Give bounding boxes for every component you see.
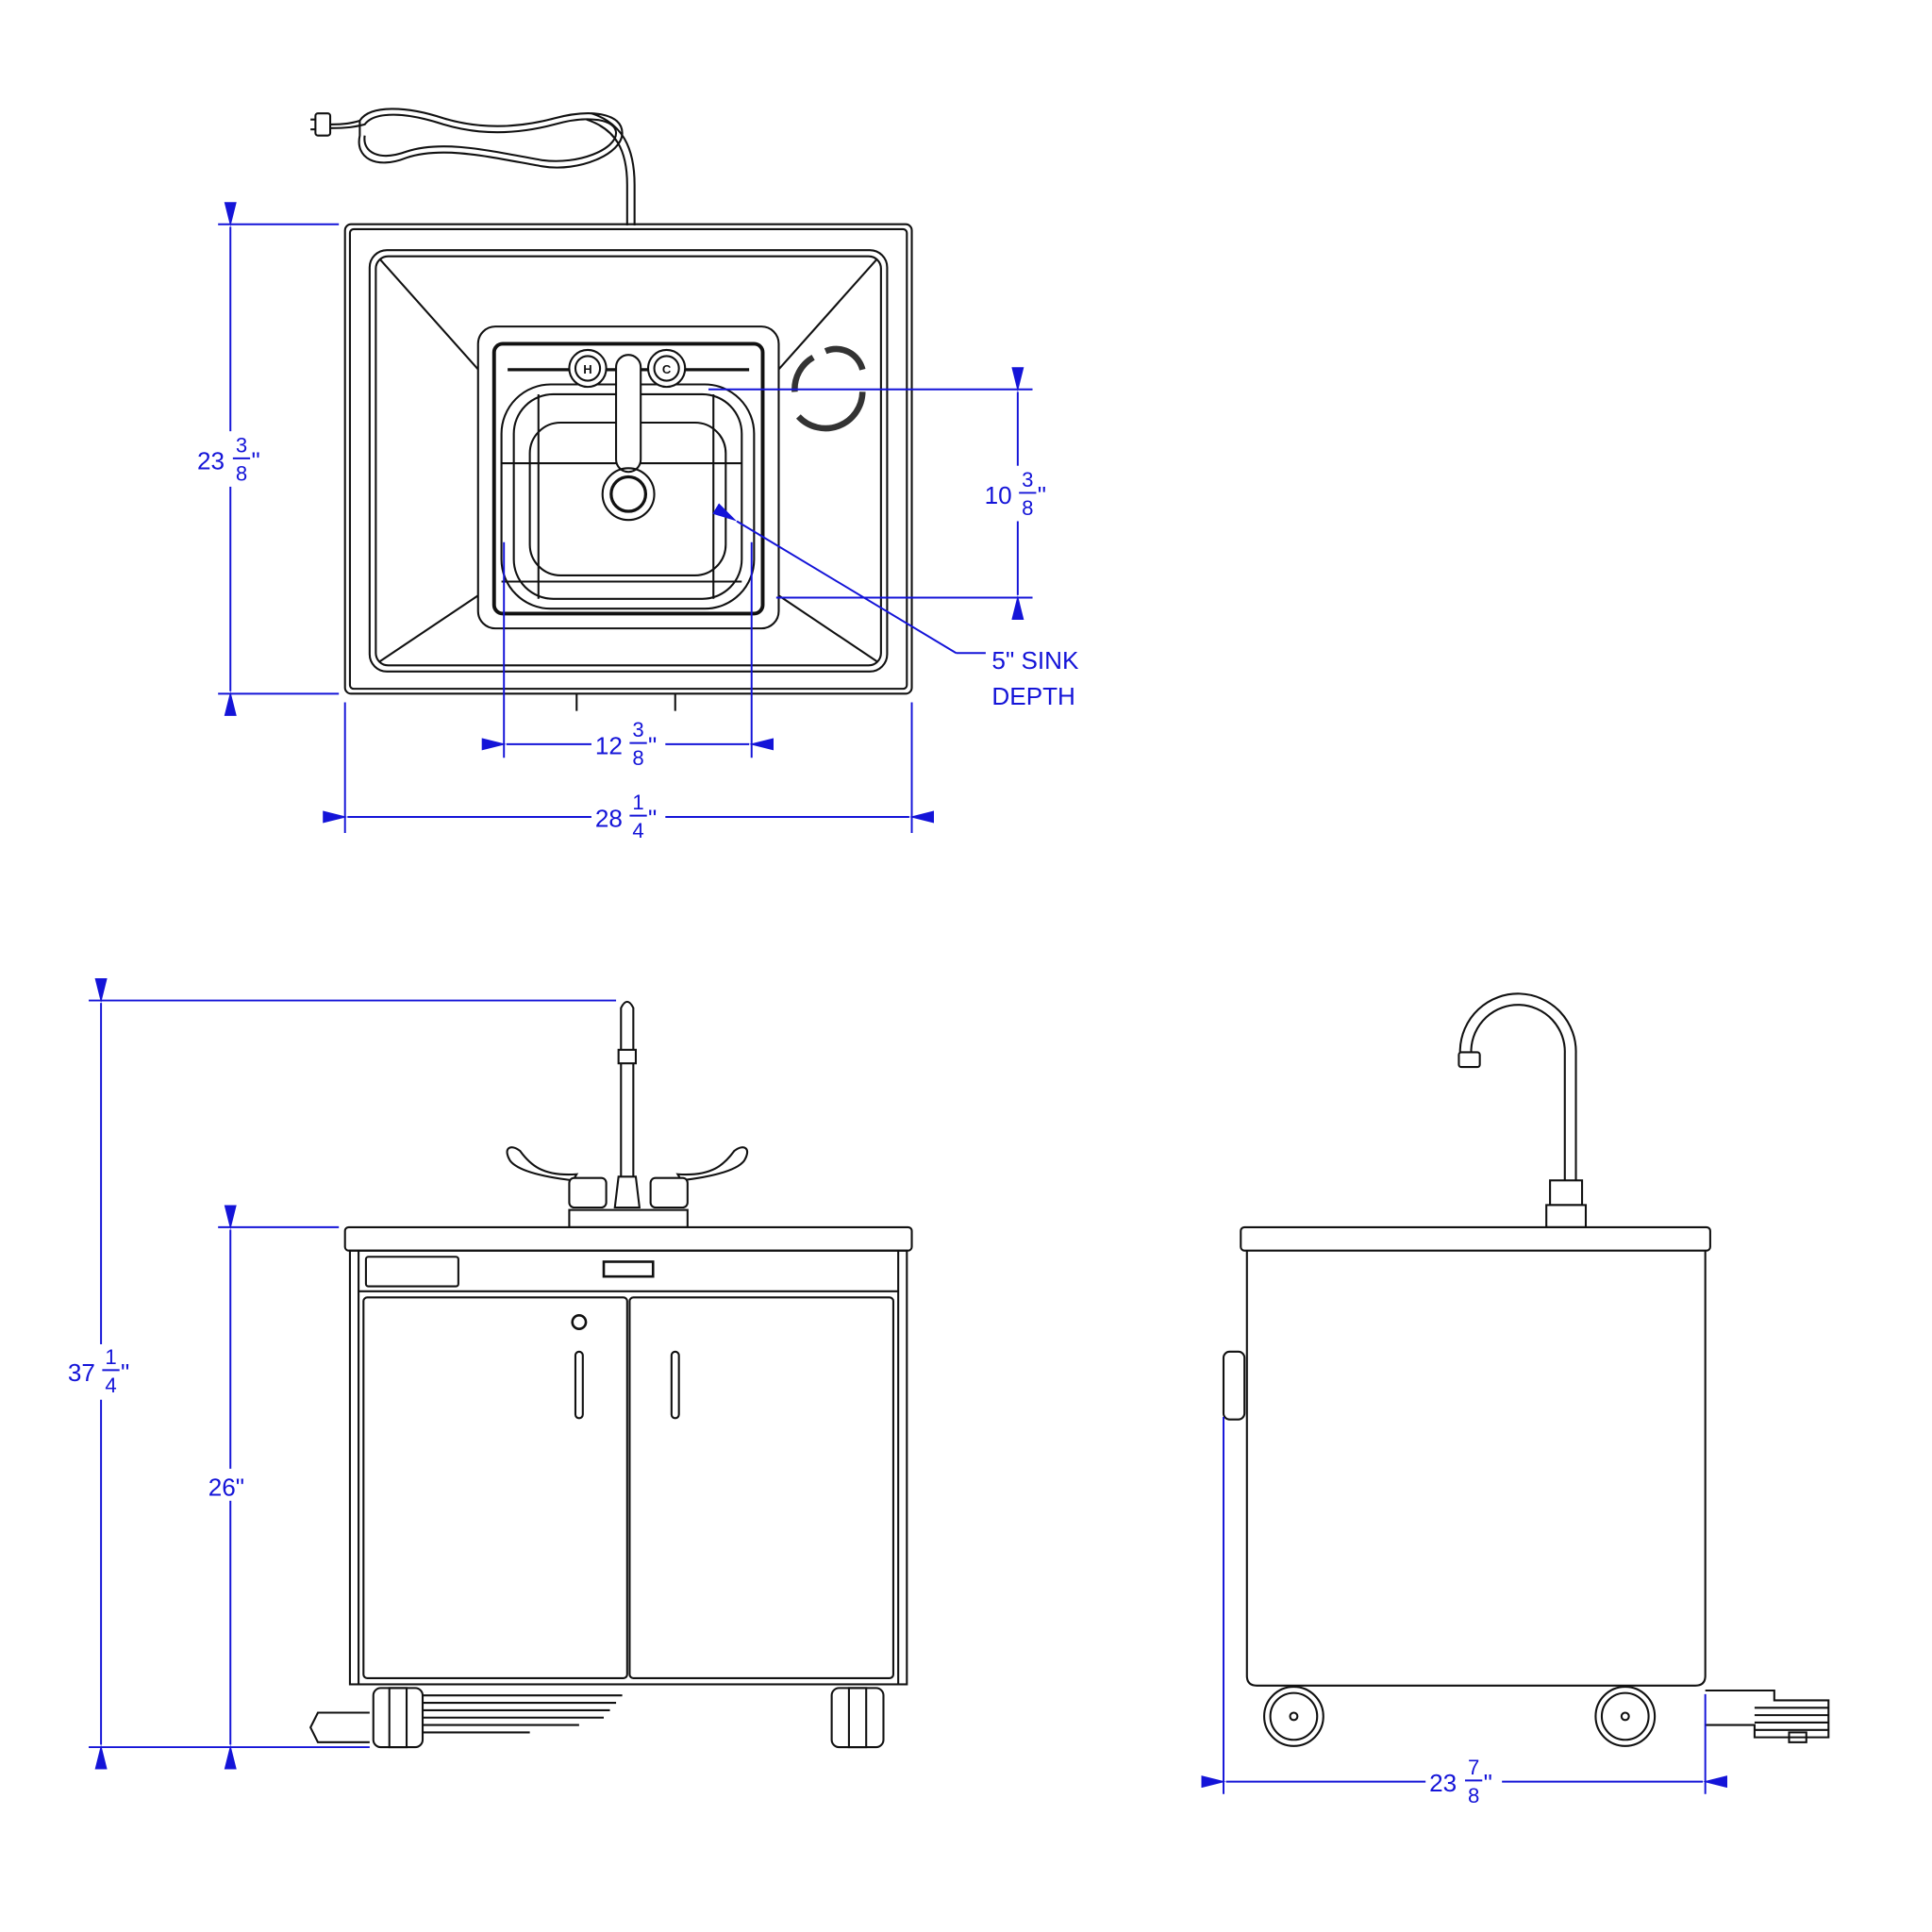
power-cord <box>310 108 636 226</box>
svg-text:": " <box>121 1358 129 1387</box>
hot-knob: H <box>568 348 608 389</box>
soap-dish <box>791 345 866 432</box>
dimension-overall-height: 37 1 4 " <box>63 978 617 1770</box>
dimension-sink-front-back: 10 3 8 " <box>708 367 1057 620</box>
sink-depth-note: 5" SINK <box>991 646 1079 675</box>
svg-text:23: 23 <box>1429 1769 1457 1797</box>
foot-pedal <box>1705 1689 1830 1743</box>
svg-text:8: 8 <box>1468 1784 1479 1807</box>
top-view: H C 23 3 8 " 10 3 8 " <box>194 108 1079 845</box>
svg-text:8: 8 <box>632 746 643 770</box>
hot-label: H <box>583 362 591 376</box>
svg-text:23: 23 <box>197 447 225 475</box>
svg-text:": " <box>648 731 657 759</box>
cabinet-body <box>348 1249 908 1686</box>
svg-text:1: 1 <box>632 791 643 814</box>
right-door-handle[interactable] <box>670 1350 680 1420</box>
drain <box>601 467 656 522</box>
drip-tray <box>368 249 889 673</box>
sink-depth-callout: 5" SINK DEPTH <box>712 503 1079 710</box>
svg-text:12: 12 <box>595 731 623 759</box>
svg-text:": " <box>1484 1769 1492 1797</box>
sink-depth-note-2: DEPTH <box>991 682 1075 710</box>
countertop-front <box>343 1225 913 1252</box>
dimension-counter-height: 26" <box>204 1205 340 1770</box>
svg-text:7: 7 <box>1468 1756 1479 1779</box>
gooseneck-faucet <box>1457 992 1588 1228</box>
left-door-handle[interactable] <box>574 1350 584 1420</box>
svg-text:4: 4 <box>632 819 643 842</box>
faucet-front <box>506 1000 749 1228</box>
side-handle[interactable] <box>1222 1350 1246 1421</box>
dimension-top-depth: 23 3 8 " <box>194 202 340 716</box>
svg-text:28: 28 <box>595 804 623 832</box>
svg-text:3: 3 <box>1022 468 1033 491</box>
logo-badge <box>602 1260 655 1278</box>
front-casters <box>372 1687 885 1749</box>
svg-text:10: 10 <box>985 481 1012 509</box>
spout-top <box>615 354 642 474</box>
right-door[interactable] <box>628 1296 894 1679</box>
svg-text:8: 8 <box>236 461 247 485</box>
side-wheels <box>1263 1686 1657 1747</box>
front-view: 37 1 4 " 26" <box>63 978 913 1770</box>
cold-label: C <box>662 362 672 376</box>
svg-text:4: 4 <box>105 1374 116 1397</box>
dimension-sink-width: 12 3 8 " <box>481 541 774 773</box>
left-door[interactable] <box>362 1296 628 1679</box>
svg-text:26": 26" <box>208 1474 244 1502</box>
svg-text:": " <box>251 447 259 475</box>
countertop-outline <box>343 223 913 695</box>
side-view: 23 7 8 " <box>1201 992 1830 1810</box>
svg-text:37: 37 <box>68 1358 95 1387</box>
coiled-cord <box>308 1694 623 1743</box>
countertop-side <box>1240 1225 1711 1252</box>
dimension-side-depth: 23 7 8 " <box>1201 1417 1728 1810</box>
dimension-overall-width: 28 1 4 " <box>323 702 935 845</box>
svg-text:1: 1 <box>105 1345 116 1369</box>
cabinet-side <box>1245 1250 1707 1687</box>
svg-text:": " <box>648 804 657 832</box>
nameplate <box>364 1256 459 1288</box>
svg-text:": " <box>1038 481 1046 509</box>
svg-text:3: 3 <box>632 718 643 741</box>
svg-text:8: 8 <box>1022 496 1033 520</box>
lock-icon <box>571 1313 588 1330</box>
svg-text:3: 3 <box>236 433 247 457</box>
cold-knob: C <box>646 348 687 389</box>
